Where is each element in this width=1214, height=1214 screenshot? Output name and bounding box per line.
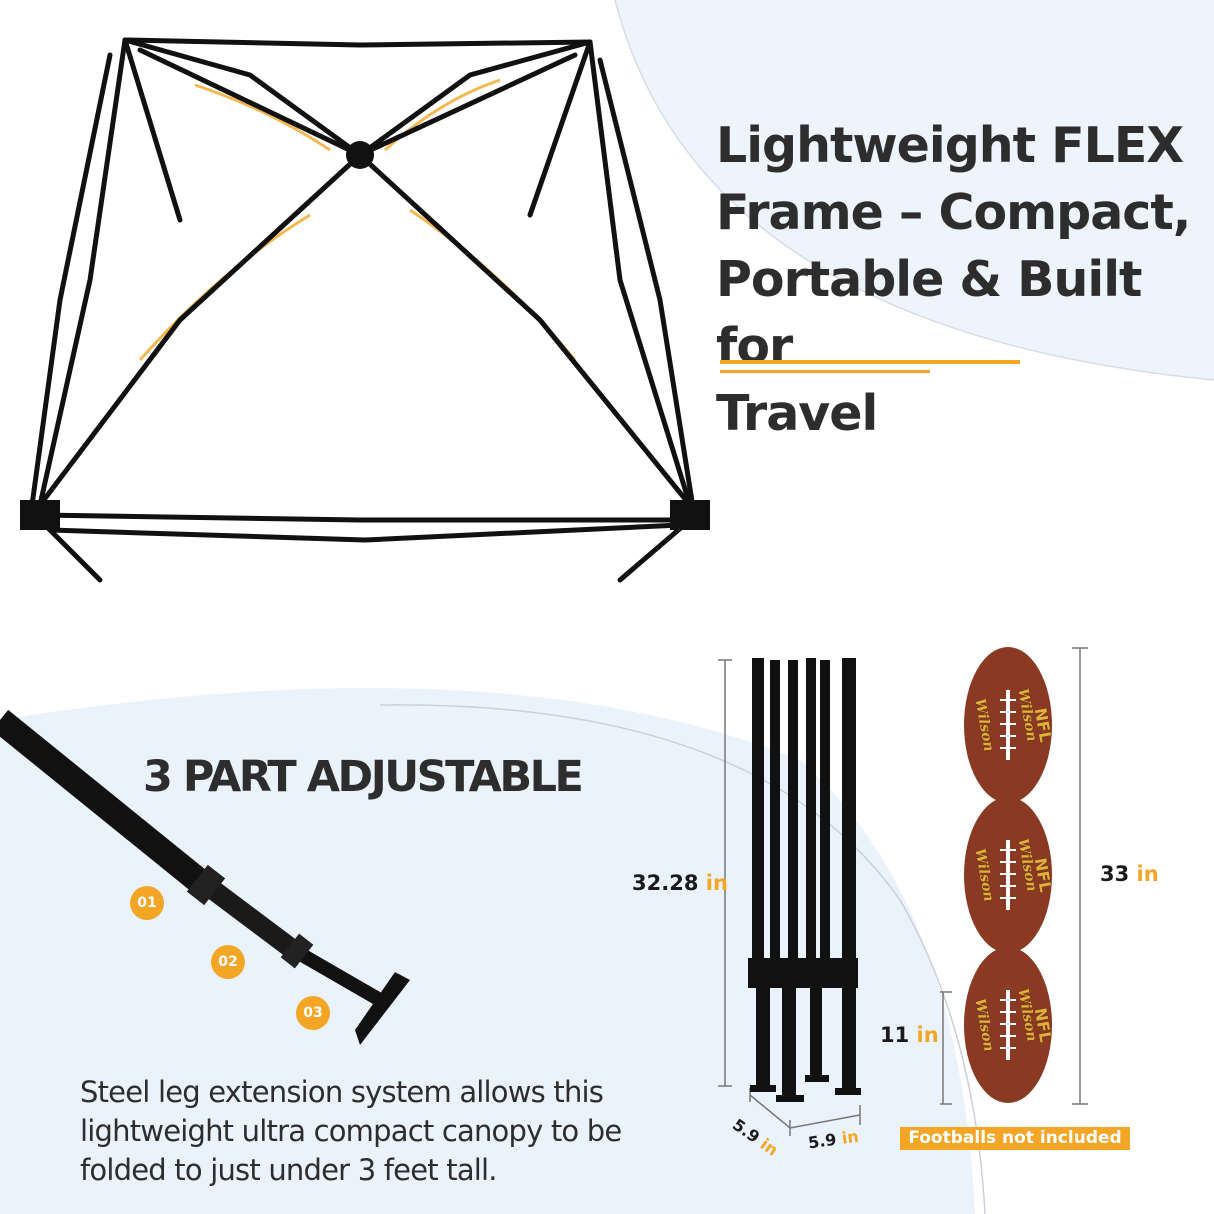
adjustable-title: 3 PART ADJUSTABLE — [143, 752, 584, 802]
folded-height-value: 32.28 — [632, 871, 699, 895]
folded-height-label: 32.28 in — [632, 871, 728, 895]
step-badge-03: 03 — [296, 996, 330, 1030]
folded-frame-illustration — [718, 658, 861, 1136]
footballs-height-unit: in — [1136, 862, 1159, 886]
headline-line-4: Travel — [716, 385, 878, 442]
headline-line-2: Frame – Compact, — [716, 184, 1191, 241]
step-badge-02: 02 — [211, 945, 245, 979]
headline-line-3: Portable & Built for — [716, 251, 1142, 375]
headline-line-1: Lightweight FLEX — [716, 117, 1184, 174]
footballs-height-label: 33 in — [1100, 862, 1159, 886]
football-height-label: 11 in — [880, 1023, 939, 1047]
adjustable-description: Steel leg extension system allows this l… — [80, 1075, 622, 1187]
headline-underline-2 — [720, 370, 930, 373]
canopy-frame-illustration — [20, 37, 710, 583]
folded-height-unit: in — [705, 871, 728, 895]
football-height-value: 11 — [880, 1023, 910, 1047]
motion-arcs — [138, 78, 577, 361]
width-value: 5.9 — [806, 1129, 838, 1153]
footballs-height-value: 33 — [1100, 862, 1130, 886]
footballs-not-included-note: Footballs not included — [900, 1127, 1130, 1150]
adjustable-leg-illustration — [0, 709, 410, 1045]
headline-underline — [720, 360, 1020, 364]
football-height-unit: in — [916, 1023, 939, 1047]
footballs-illustration — [940, 647, 1088, 1105]
headline: Lightweight FLEX Frame – Compact, Portab… — [716, 112, 1206, 447]
width-unit: in — [840, 1126, 860, 1148]
step-badge-01: 01 — [130, 886, 164, 920]
